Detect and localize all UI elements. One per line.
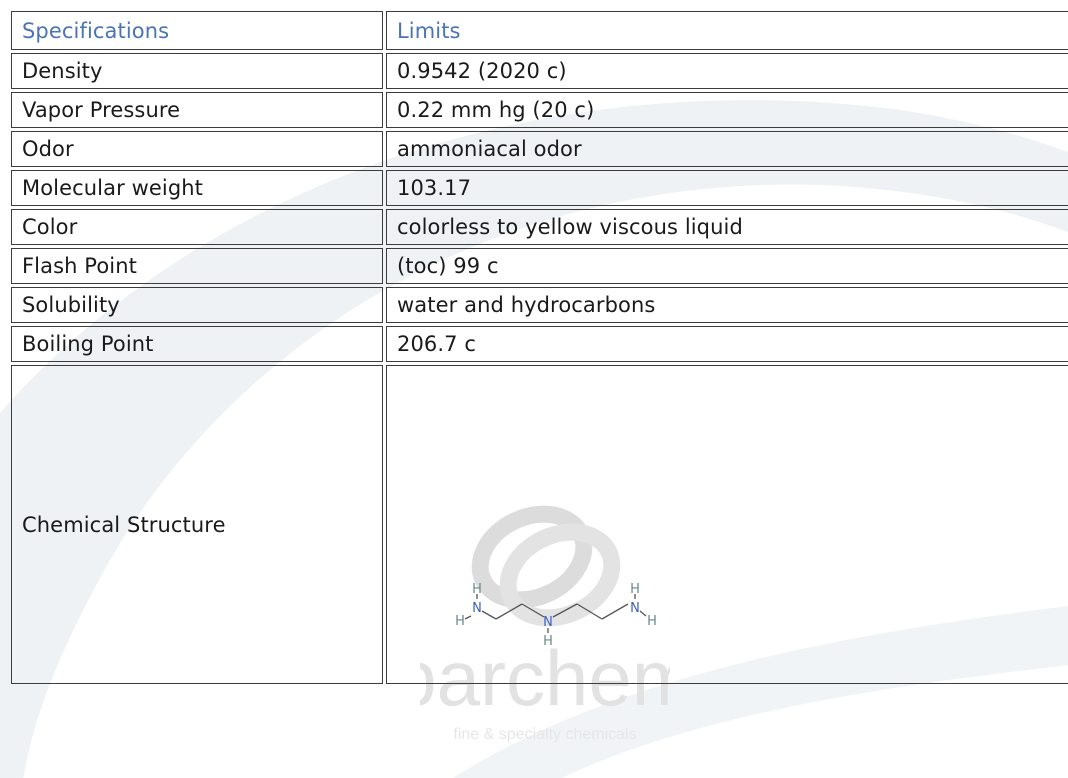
value-cell: water and hydrocarbons — [386, 287, 1068, 323]
value-cell: colorless to yellow viscous liquid — [386, 209, 1068, 245]
atom-hydrogen: H — [543, 634, 553, 649]
specifications-header: Specifications — [11, 11, 383, 50]
property-cell: Density — [11, 53, 383, 89]
table-row: Density 0.9542 (2020 c) — [11, 53, 1068, 89]
chemical-structure-diagram: H N H N H H N H — [455, 582, 657, 649]
property-cell: Color — [11, 209, 383, 245]
property-cell: Molecular weight — [11, 170, 383, 206]
property-cell: Flash Point — [11, 248, 383, 284]
specifications-table: Specifications Limits Density 0.9542 (20… — [8, 8, 1068, 687]
atom-nitrogen: N — [543, 615, 553, 630]
structure-image-cell — [386, 365, 1068, 684]
table-row: Molecular weight 103.17 — [11, 170, 1068, 206]
molecule-bonds — [464, 594, 647, 633]
table-row: Boiling Point 206.7 c — [11, 326, 1068, 362]
rings-icon — [471, 505, 621, 627]
property-cell: Boiling Point — [11, 326, 383, 362]
atom-hydrogen: H — [472, 582, 482, 597]
property-cell: Vapor Pressure — [11, 92, 383, 128]
chemical-structure-row: Chemical Structure — [11, 365, 1068, 684]
atom-hydrogen: H — [647, 614, 657, 629]
atom-hydrogen: H — [455, 614, 465, 629]
property-cell: Solubility — [11, 287, 383, 323]
property-cell: Chemical Structure — [11, 365, 383, 684]
value-cell: 0.22 mm hg (20 c) — [386, 92, 1068, 128]
atom-hydrogen: H — [630, 582, 640, 597]
table-row: Odor ammoniacal odor — [11, 131, 1068, 167]
parchem-tagline-text: fine & specialty chemicals — [453, 726, 636, 743]
parchem-logo-watermark: parchem fine & specialty chemicals — [420, 505, 670, 743]
value-cell: 103.17 — [386, 170, 1068, 206]
parchem-brand-text: parchem — [420, 634, 670, 722]
atom-nitrogen: N — [630, 601, 640, 616]
table-row: Solubility water and hydrocarbons — [11, 287, 1068, 323]
property-cell: Odor — [11, 131, 383, 167]
atom-nitrogen: N — [472, 601, 482, 616]
value-cell: 0.9542 (2020 c) — [386, 53, 1068, 89]
value-cell: ammoniacal odor — [386, 131, 1068, 167]
table-row: Flash Point (toc) 99 c — [11, 248, 1068, 284]
value-cell: 206.7 c — [386, 326, 1068, 362]
limits-header: Limits — [386, 11, 1068, 50]
table-header-row: Specifications Limits — [11, 11, 1068, 50]
value-cell: (toc) 99 c — [386, 248, 1068, 284]
table-row: Color colorless to yellow viscous liquid — [11, 209, 1068, 245]
table-row: Vapor Pressure 0.22 mm hg (20 c) — [11, 92, 1068, 128]
